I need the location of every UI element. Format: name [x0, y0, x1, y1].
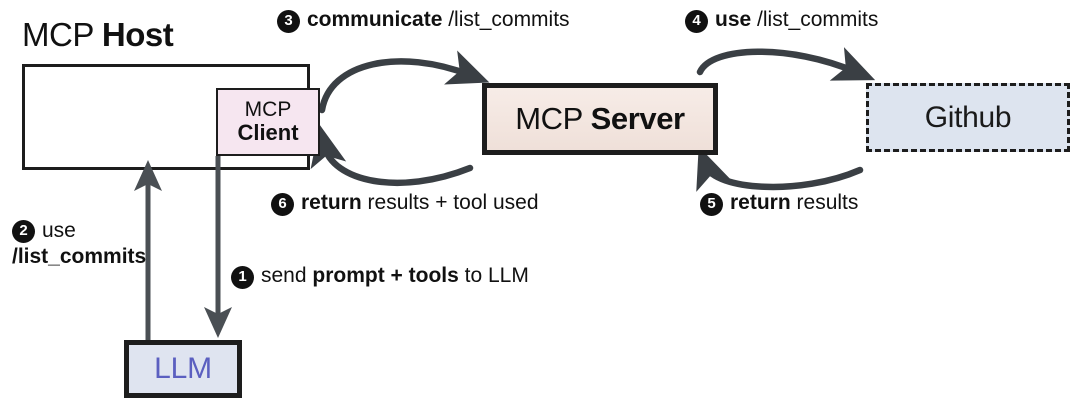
mcp-client-label-line2: Client — [237, 120, 299, 146]
llm-box[interactable]: LLM — [124, 340, 242, 398]
host-title-bold: Host — [101, 16, 174, 53]
step-2-line2: /list_commits — [12, 245, 147, 268]
step-badge-3: 3 — [277, 10, 300, 33]
step-2-row1: 2 use — [12, 218, 76, 243]
step-label-2: 2 use /list_commits — [12, 218, 146, 269]
step-badge-6: 6 — [271, 193, 294, 216]
step-5-part-0: return — [730, 191, 791, 214]
step-badge-1: 1 — [231, 266, 254, 289]
mcp-server-box[interactable]: MCP Server — [482, 83, 718, 155]
step-4-part-0: use — [715, 8, 752, 31]
github-label: Github — [924, 100, 1012, 134]
mcp-server-label: MCP Server — [515, 101, 686, 137]
llm-label: LLM — [154, 352, 212, 385]
host-title-regular: MCP — [22, 16, 102, 53]
arrow-client-to-server — [318, 50, 490, 114]
step-1-part-2: to LLM — [458, 264, 529, 287]
step-text-6: return results + tool used — [301, 191, 539, 215]
step-label-5: 5 return results — [700, 191, 858, 216]
step-badge-5: 5 — [700, 193, 723, 216]
step-5-part-1: results — [790, 191, 859, 214]
step-1-part-1: prompt + tools — [312, 264, 459, 287]
arrow-server-to-client — [310, 124, 474, 187]
host-title: MCP Host — [22, 16, 174, 54]
step-3-part-0: communicate — [307, 8, 443, 31]
step-1-part-0: send — [261, 264, 313, 287]
mcp-server-label-regular: MCP — [515, 101, 591, 136]
step-text-5: return results — [730, 191, 858, 215]
step-6-part-1: results + tool used — [361, 191, 539, 214]
mcp-client-box[interactable]: MCP Client — [216, 88, 320, 156]
mcp-client-label-line1: MCP — [244, 98, 292, 122]
step-label-6: 6 return results + tool used — [271, 191, 539, 216]
step-6-part-0: return — [301, 191, 362, 214]
arrow-github-to-server — [696, 146, 864, 192]
mcp-server-label-bold: Server — [590, 101, 686, 136]
step-text-1: send prompt + tools to LLM — [261, 264, 529, 288]
step-text-4: use /list_commits — [715, 8, 878, 32]
step-label-1: 1 send prompt + tools to LLM — [231, 264, 529, 289]
step-2-line1: use — [42, 218, 76, 242]
arrow-server-to-github — [696, 47, 876, 81]
step-label-4: 4 use /list_commits — [685, 8, 878, 33]
step-text-3: communicate /list_commits — [307, 8, 570, 32]
step-label-3: 3 communicate /list_commits — [277, 8, 570, 33]
step-4-part-1: /list_commits — [751, 8, 879, 31]
github-box[interactable]: Github — [866, 83, 1070, 152]
step-badge-4: 4 — [685, 10, 708, 33]
step-badge-2: 2 — [12, 220, 35, 243]
step-3-part-1: /list_commits — [442, 8, 570, 31]
